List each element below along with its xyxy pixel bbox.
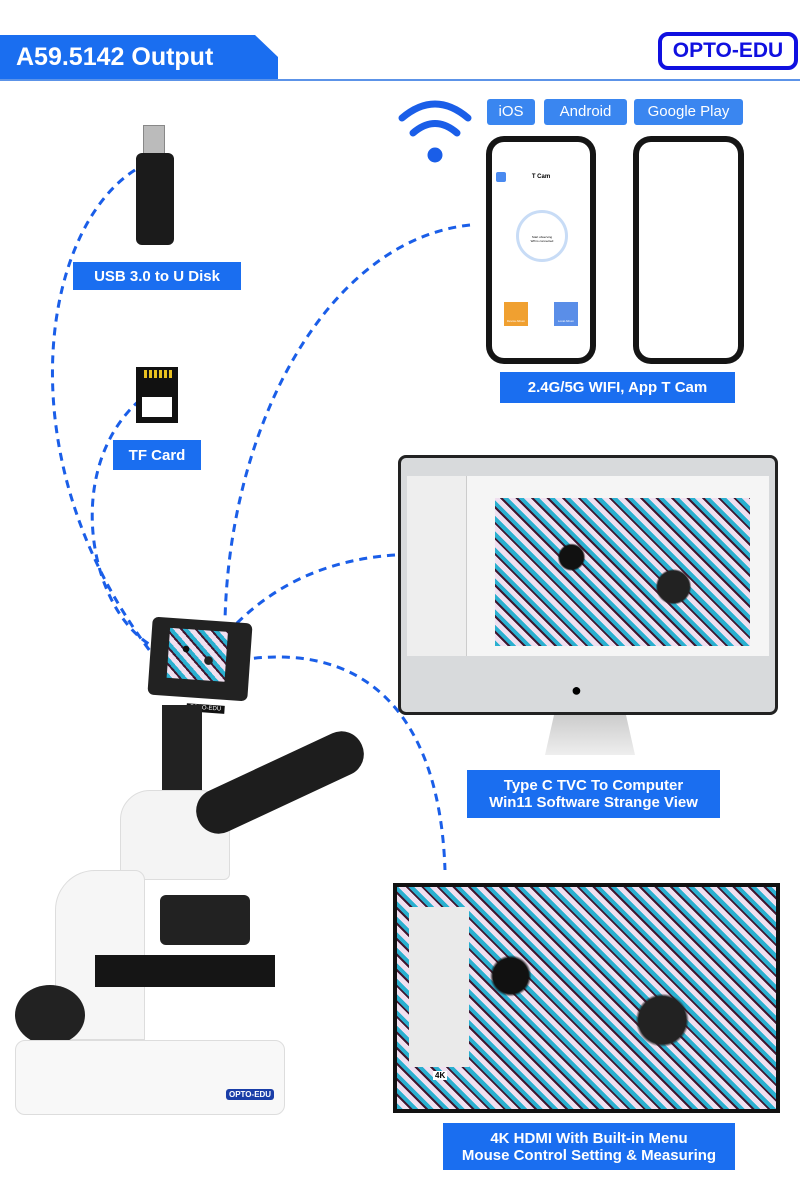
camera-adapter — [162, 705, 202, 795]
monitor-stand — [545, 715, 635, 755]
wifi-icon — [398, 100, 472, 163]
tf-label: TF Card — [113, 440, 201, 470]
software-sidebar — [407, 476, 467, 656]
usb-connector — [143, 125, 165, 155]
hdmi-label-line1: 4K HDMI With Built-in Menu — [490, 1129, 688, 1147]
ios-badge[interactable]: iOS — [487, 99, 535, 125]
start-observing-button[interactable]: Start observing Wifi is connected — [516, 210, 568, 262]
computer-line — [233, 553, 396, 627]
brand-logo: OPTO-EDU — [658, 32, 798, 70]
start-text: Start observing — [531, 235, 553, 239]
hdmi-line — [239, 655, 447, 871]
tf-card-icon — [136, 367, 178, 423]
usb-label: USB 3.0 to U Disk — [73, 262, 241, 290]
phone-live-view — [633, 136, 744, 364]
apple-logo-icon: ● — [571, 680, 582, 700]
tv-screen: 4K — [397, 887, 776, 1109]
app-title: T Cam — [531, 174, 551, 180]
hdmi-label-line2: Mouse Control Setting & Measuring — [461, 1146, 717, 1164]
wifi-line — [223, 223, 471, 621]
tv-menu-panel[interactable] — [409, 907, 469, 1067]
google-play-badge[interactable]: Google Play — [634, 99, 743, 125]
tf-line — [90, 398, 161, 652]
phone-app: T Cam Start observing Wifi is connected … — [486, 136, 596, 364]
base-brand: OPTO-EDU — [226, 1089, 275, 1100]
camera-screen — [166, 627, 228, 682]
local-album-button[interactable]: Local Album — [554, 302, 578, 326]
microscope-base: OPTO-EDU — [15, 1040, 285, 1115]
device-album-button[interactable]: Device Album — [504, 302, 528, 326]
stage — [95, 955, 275, 987]
camera-display[interactable]: OPTO-EDU — [147, 616, 253, 714]
4k-badge: 4K — [433, 1071, 448, 1080]
computer-label: Type C TVC To Computer Win11 Software St… — [467, 770, 720, 818]
header-divider — [0, 79, 800, 81]
tv: 4K — [393, 883, 780, 1113]
computer-label-line1: Type C TVC To Computer — [503, 777, 684, 794]
computer-monitor: ● — [398, 455, 778, 715]
usb-line — [51, 168, 167, 671]
software-window — [407, 476, 769, 656]
android-badge[interactable]: Android — [544, 99, 627, 125]
focus-knob[interactable] — [15, 985, 85, 1045]
software-image — [495, 498, 750, 646]
page-title: A59.5142 Output — [0, 35, 278, 80]
wifi-label: 2.4G/5G WIFI, App T Cam — [500, 372, 735, 403]
wifi-status: Wifi is connected — [530, 239, 554, 243]
usb-drive-icon — [136, 153, 174, 245]
hdmi-label: 4K HDMI With Built-in Menu Mouse Control… — [443, 1123, 735, 1170]
objectives — [160, 895, 250, 945]
computer-label-line2: Win11 Software Strange View — [489, 794, 698, 811]
back-icon[interactable] — [496, 172, 506, 182]
